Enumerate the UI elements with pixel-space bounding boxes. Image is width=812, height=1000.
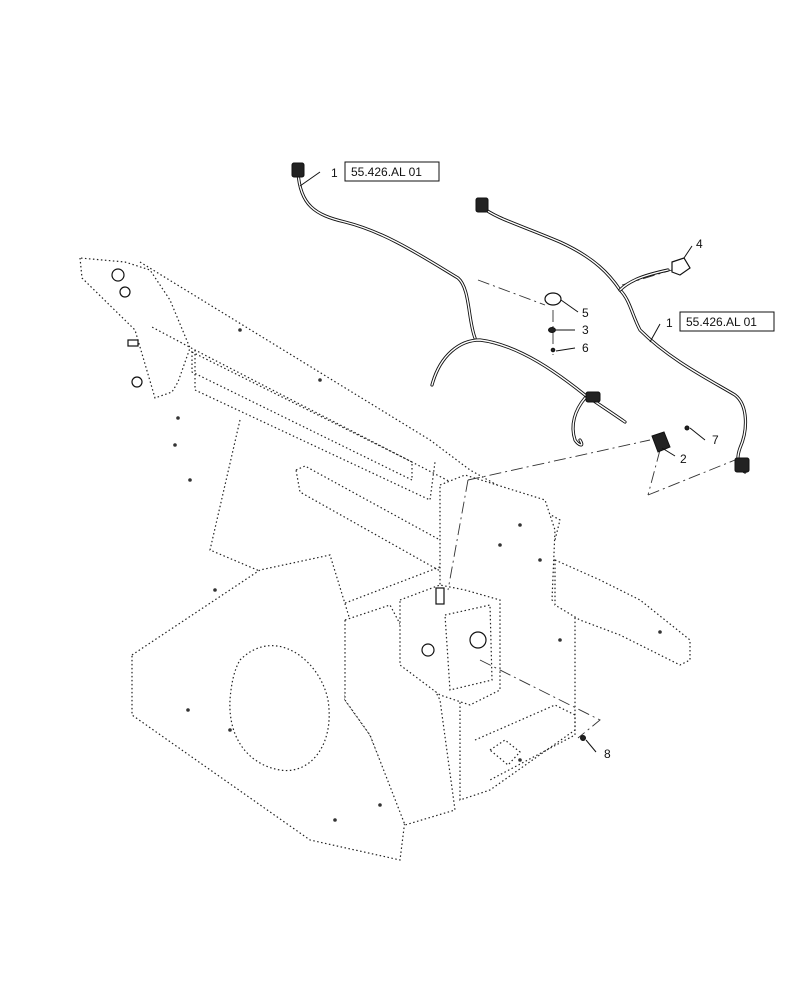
bolt-hole [318,378,322,382]
bolt-hole [213,588,217,592]
phantom-line-2-down [647,449,661,496]
leader-5 [560,299,579,313]
frame-beam-lower [194,350,436,501]
bolt-hole [538,558,542,562]
bolt-hole [558,638,562,642]
phantom-line-clip [477,279,546,306]
part-7-screw [684,425,690,431]
fan-opening [229,645,330,772]
callout-number-6: 6 [582,341,589,355]
connector-right-top [475,197,489,213]
bracket-knob [421,643,435,657]
phantom-line-2-left [467,439,651,481]
connector-left-top [291,162,305,178]
part-4-plug [671,257,691,276]
bolt-hole [518,758,522,762]
callout-number-3: 3 [582,323,589,337]
bolt-hole [238,328,242,332]
phantom-line-8 [479,659,601,739]
bolt-hole [658,630,662,634]
bolt-hole [333,818,337,822]
mounting-bracket-inner [444,604,493,691]
frame-right-plate [439,474,576,801]
bolt-hole [378,803,382,807]
leader-1a [299,171,321,187]
ref-text-1b: 55.426.AL 01 [686,315,757,329]
connector-left-mid [585,391,601,403]
part-8-bolt [580,735,586,741]
frame-right-arm [554,559,691,666]
mounting-bracket [399,584,501,706]
phantom-line-frame-vert [447,479,469,591]
callout-number-8: 8 [604,747,611,761]
bolt-hole [498,543,502,547]
part-3-nut [548,327,556,333]
leader-7 [689,427,706,441]
small-parts [544,257,691,741]
ref-box-1b [679,311,775,332]
leader-8 [585,739,597,753]
callout-number-4: 4 [696,237,703,251]
leader-1b [649,323,661,343]
leader-4 [683,245,693,259]
leader-6 [555,347,576,352]
frame-channel [191,351,413,481]
connector-right-bottom [734,457,750,473]
callout-number-2: 2 [680,452,687,466]
callout-number-5: 5 [582,306,589,320]
callout-labels: 1 55.426.AL 01 1 55.426.AL 01 2 3 4 5 6 … [331,161,775,761]
bolt-hole [518,523,522,527]
wire-harness-right [475,197,750,474]
bracket-grommet [469,631,487,649]
bolt-hole [176,416,180,420]
arm-hole-2 [119,286,131,298]
bracket-post [435,587,445,605]
bolt-hole [188,478,192,482]
left-fitting [131,376,143,388]
bolt-hole [228,728,232,732]
arm-hole-1 [111,268,125,282]
frame-main-beam [139,261,561,541]
phantom-line-7 [647,459,736,496]
bolt-hole [173,443,177,447]
callout-number-1b: 1 [666,316,673,330]
leader-2 [661,447,676,457]
part-6-screw [550,347,556,353]
ref-box-1a [344,161,440,182]
access-plate [488,739,521,766]
frame-left-arm [79,257,191,399]
part-5-ring [544,292,562,306]
callout-number-7: 7 [712,433,719,447]
ref-text-1a: 55.426.AL 01 [351,165,422,179]
bolt-hole [186,708,190,712]
frame-shroud-side [344,604,456,826]
callout-number-1a: 1 [331,166,338,180]
part-2-connector [651,431,671,453]
callout-leaders [299,171,706,753]
left-nozzle [127,339,139,347]
wire-harness-left [291,162,627,447]
frame-assembly [79,257,691,861]
